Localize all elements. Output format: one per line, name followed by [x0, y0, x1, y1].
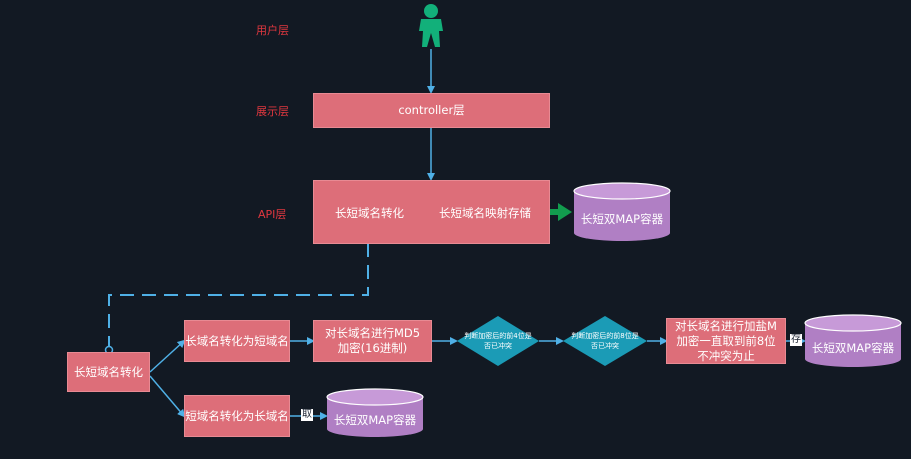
long-to-short-label: 长域名转化为短域名 [185, 333, 289, 348]
fetch-tag: 取 [301, 409, 313, 421]
arrow-root-short-to-long [149, 375, 186, 418]
layer-label-api: API层 [258, 208, 287, 221]
md5-box: 对长域名进行MD5加密(16进制) [313, 320, 432, 362]
cylinder-right-label: 长短双MAP容器 [811, 341, 895, 355]
diamond-check8 [563, 316, 647, 366]
root-convert-box: 长短域名转化 [67, 352, 150, 392]
dashed-link-root-api [108, 238, 369, 350]
controller-label: controller层 [398, 103, 465, 117]
md5-label: 对长域名进行MD5加密(16进制) [324, 326, 421, 355]
api-box [313, 180, 550, 244]
arrow-root-long-to-short [149, 339, 186, 373]
layer-label-display: 展示层 [256, 105, 289, 118]
cylinder-right [804, 314, 902, 367]
short-to-long-label: 短域名转化为长域名 [185, 408, 289, 423]
cylinder-top-label: 长短双MAP容器 [580, 212, 664, 226]
diamond-check4 [457, 316, 539, 366]
api-convert-label: 长短域名转化 [335, 206, 404, 220]
api-map-store-label: 长短域名映射存储 [439, 206, 531, 220]
check4-label: 判断加密后的前4位是否已冲突 [464, 332, 532, 350]
salt-box: 对长域名进行加盐M加密一直取到前8位不冲突为止 [666, 318, 786, 364]
layer-label-user: 用户层 [256, 24, 289, 37]
store-tag: 存 [790, 334, 802, 346]
cylinder-bottom [326, 388, 424, 437]
cylinder-top [573, 182, 671, 241]
root-convert-label: 长短域名转化 [74, 364, 143, 379]
short-to-long-box: 短域名转化为长域名 [184, 395, 290, 437]
check8-label: 判断加密后的前8位是否已冲突 [571, 332, 639, 350]
salt-label: 对长域名进行加盐M加密一直取到前8位不冲突为止 [675, 318, 777, 363]
person-icon [419, 4, 443, 47]
cylinder-bottom-label: 长短双MAP容器 [333, 413, 417, 427]
long-to-short-box: 长域名转化为短域名 [184, 320, 290, 362]
controller-box: controller层 [313, 93, 550, 128]
